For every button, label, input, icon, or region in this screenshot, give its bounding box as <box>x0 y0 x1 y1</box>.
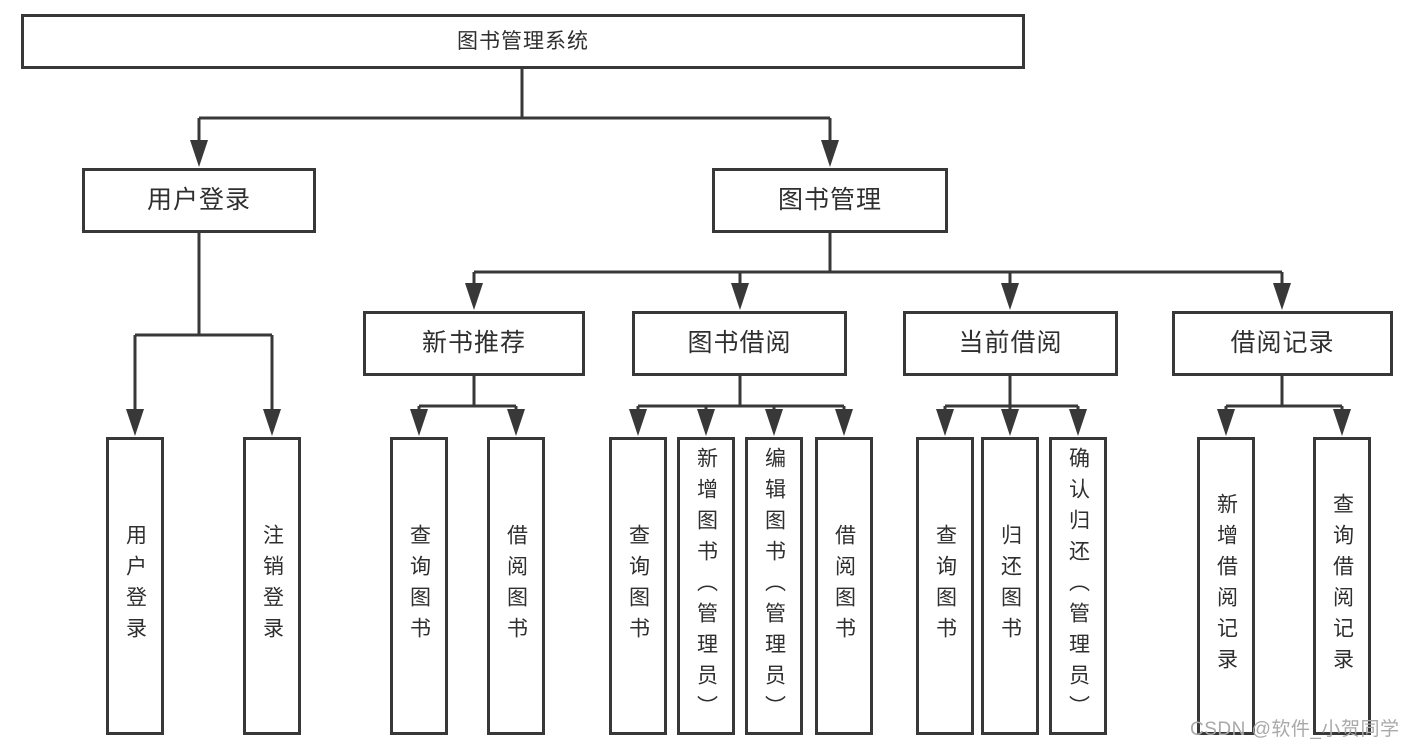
node-label: 借阅图书 <box>832 524 856 648</box>
node-label: 注销登录 <box>260 524 284 648</box>
node-label: 当前借阅 <box>958 329 1063 357</box>
node-label: 归还图书 <box>998 524 1022 648</box>
leaf-cb-confirm-return-admin: 确认归还（管理员） <box>1049 437 1107 735</box>
leaf-cb-query-book: 查询图书 <box>916 437 974 735</box>
connector-mgmt-to-level3 <box>465 233 1291 310</box>
node-book-borrow: 图书借阅 <box>632 311 847 376</box>
node-label: 用户登录 <box>146 186 251 214</box>
leaf-user-login: 用户登录 <box>106 437 164 735</box>
node-label: 查询图书 <box>626 524 650 648</box>
node-label: 借阅图书 <box>504 524 528 648</box>
node-label: 新增借阅记录 <box>1214 493 1238 679</box>
node-label: 用户登录 <box>123 524 147 648</box>
csdn-watermark: CSDN @软件_小贺同学 <box>1190 719 1400 740</box>
node-label: 新书推荐 <box>421 329 526 357</box>
connector-record-to-leaves <box>1217 376 1351 436</box>
connector-borrow-to-leaves <box>629 376 853 436</box>
connector-root-to-level2 <box>190 69 839 167</box>
node-label: 图书管理 <box>777 186 882 214</box>
leaf-cb-return-book: 归还图书 <box>981 437 1039 735</box>
node-label: 确认归还（管理员） <box>1066 446 1090 726</box>
leaf-bb-query-book: 查询图书 <box>609 437 667 735</box>
leaf-bb-add-book-admin: 新增图书（管理员） <box>677 437 735 735</box>
leaf-br-query-record: 查询借阅记录 <box>1313 437 1371 735</box>
leaf-rec-query-book: 查询图书 <box>390 437 448 735</box>
node-label: 查询图书 <box>933 524 957 648</box>
node-current-borrow: 当前借阅 <box>903 311 1118 376</box>
node-label: 借阅记录 <box>1230 329 1335 357</box>
node-label: 新增图书（管理员） <box>694 446 718 726</box>
node-user-login: 用户登录 <box>82 168 316 233</box>
leaf-bb-borrow-book: 借阅图书 <box>815 437 873 735</box>
node-borrow-record: 借阅记录 <box>1172 311 1393 376</box>
node-book-management: 图书管理 <box>712 168 948 233</box>
leaf-logout: 注销登录 <box>243 437 301 735</box>
leaf-bb-edit-book-admin: 编辑图书（管理员） <box>745 437 803 735</box>
connector-current-to-leaves <box>936 376 1087 436</box>
node-label: 查询图书 <box>407 524 431 648</box>
leaf-br-add-record: 新增借阅记录 <box>1197 437 1255 735</box>
connector-login-to-leaves <box>126 233 281 436</box>
node-new-book-recommend: 新书推荐 <box>363 311 585 376</box>
node-library-management-system: 图书管理系统 <box>21 14 1025 69</box>
leaf-rec-borrow-book: 借阅图书 <box>487 437 545 735</box>
connector-rec-to-leaves <box>410 376 525 436</box>
node-label: 图书借阅 <box>687 329 792 357</box>
node-label: 查询借阅记录 <box>1330 493 1354 679</box>
node-label: 图书管理系统 <box>457 30 589 53</box>
node-label: 编辑图书（管理员） <box>762 446 786 726</box>
